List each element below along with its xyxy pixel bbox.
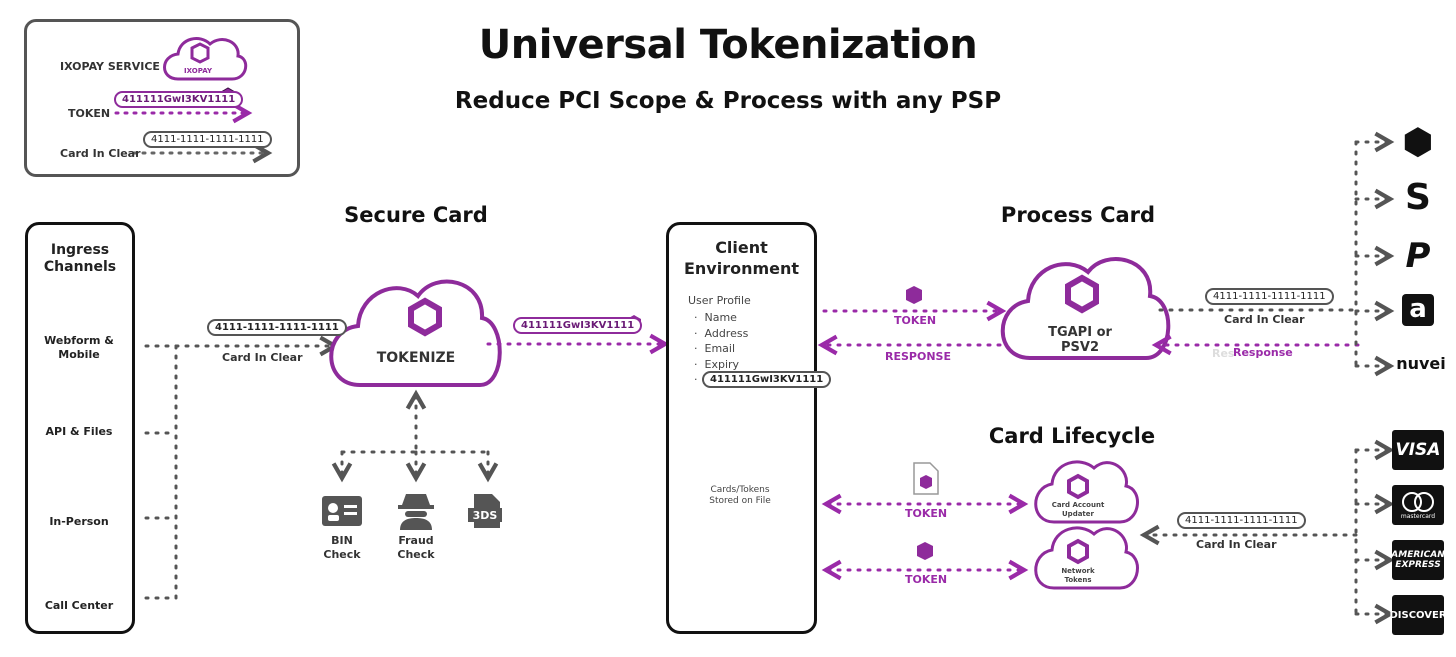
lifecycle-clear-pill: 4111-1111-1111-1111: [1177, 512, 1306, 529]
tokenize-out-pill: 411111GwI3KV1111: [513, 317, 643, 334]
mastercard-circles-icon: [1402, 491, 1434, 512]
ingress-title: Ingress Channels: [43, 242, 117, 275]
lifecycle-clear-label: Card In Clear: [1196, 538, 1277, 551]
process-token-label: TOKEN: [894, 314, 937, 327]
chase-logo: ⬢: [1402, 121, 1434, 163]
legend-clear-pill: 4111-1111-1111-1111: [143, 131, 272, 148]
legend-box: [24, 19, 300, 177]
3ds-icon: 3DS: [468, 494, 502, 528]
visa-logo: VISA: [1392, 430, 1444, 470]
legend-hex-icon: [190, 42, 210, 64]
channel-api-files: API & Files: [45, 425, 113, 438]
id-card-icon: [322, 496, 362, 526]
process-hex-icon: [1065, 274, 1099, 314]
network-hex-icon: [1067, 538, 1089, 565]
profile-title: User Profile: [688, 294, 751, 307]
network-tokens-label: Network Tokens: [1061, 567, 1095, 584]
psp-response-label: Response: [1233, 346, 1293, 359]
tokenize-in-pill: 4111-1111-1111-1111: [207, 319, 347, 336]
tokenize-label: TOKENIZE: [376, 350, 456, 366]
page-title: Universal Tokenization: [478, 22, 978, 68]
db-label: Cards/Tokens Stored on File: [709, 485, 771, 506]
process-cloud-label: TGAPI or PSV2: [1048, 325, 1112, 355]
spy-icon: [398, 494, 434, 530]
process-response-label: RESPONSE: [885, 350, 951, 363]
updater-hex-icon: [1067, 473, 1089, 500]
psp-clear-pill: 4111-1111-1111-1111: [1205, 288, 1334, 305]
nuvei-logo: nuvei: [1396, 354, 1446, 373]
client-title: Client Environment: [683, 238, 800, 278]
adyen-logo: a: [1402, 294, 1434, 326]
process-card-title: Process Card: [1000, 203, 1156, 227]
profile-token-pill: 411111GwI3KV1111: [702, 371, 832, 388]
channel-webform: Webform & Mobile: [44, 334, 114, 361]
legend-brand-text: IXOPAY: [184, 67, 213, 75]
legend-token-pill: 411111GwI3KV1111: [114, 91, 244, 108]
mastercard-logo: mastercard: [1392, 485, 1444, 525]
checks-connectors: [342, 396, 488, 476]
page-subtitle: Reduce PCI Scope & Process with any PSP: [454, 88, 1002, 114]
profile-fields: · Name · Address · Email · Expiry: [694, 310, 748, 372]
updater-label: Card Account Updater: [1051, 501, 1105, 518]
profile-field: · Address: [694, 326, 749, 340]
stripe-logo: S: [1405, 177, 1431, 218]
legend-token-label: TOKEN: [68, 107, 111, 120]
tokenize-in-label: Card In Clear: [222, 351, 303, 364]
network-token-label: TOKEN: [905, 573, 948, 586]
channel-call-center: Call Center: [44, 599, 114, 612]
bin-check-label: BIN Check: [323, 534, 361, 561]
svg-text:3DS: 3DS: [473, 509, 498, 522]
file-token-icon: [913, 462, 939, 495]
ingress-connectors: [144, 344, 178, 600]
network-token-hex-icon: [917, 542, 933, 560]
legend-clear-label: Card In Clear: [60, 147, 141, 160]
tokenize-hex-icon: [408, 297, 442, 337]
channel-in-person: In-Person: [49, 515, 109, 528]
profile-field: · Expiry: [694, 357, 740, 371]
ingress-channels-box: [25, 222, 135, 634]
psp-clear-label: Card In Clear: [1224, 313, 1305, 326]
discover-logo: DISCOVER: [1389, 595, 1447, 635]
amex-logo: AMERICAN EXPRESS: [1391, 540, 1445, 580]
paypal-logo: P: [1405, 236, 1431, 276]
updater-token-label: TOKEN: [905, 507, 948, 520]
fraud-check-label: Fraud Check: [397, 534, 435, 561]
secure-card-title: Secure Card: [344, 203, 488, 227]
network-connectors: [1354, 450, 1388, 614]
tokenize-cloud: [329, 279, 502, 387]
client-environment-box: [666, 222, 817, 634]
psp-response-ghost: Res: [1212, 347, 1235, 360]
profile-field: · Name: [694, 311, 737, 324]
process-token-hex-icon: [906, 286, 922, 304]
profile-field: · Email: [694, 342, 736, 355]
psp-connectors: [1354, 142, 1388, 366]
card-lifecycle-title: Card Lifecycle: [988, 424, 1156, 448]
legend-service-label: IXOPAY SERVICE: [60, 60, 160, 73]
